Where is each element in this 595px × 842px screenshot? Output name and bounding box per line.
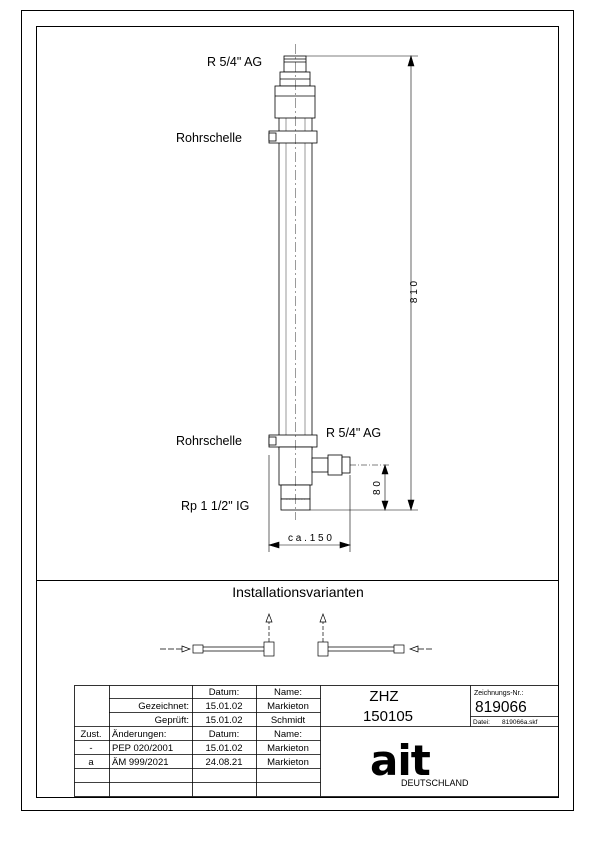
variant-left-fitting [192, 644, 204, 654]
tb-drawing-no: 819066 [475, 699, 527, 716]
tb-changes-date-label: Datum: [209, 729, 240, 740]
label-bottom-thread: Rp 1 1/2" IG [181, 499, 249, 513]
dimension-lines [267, 54, 418, 552]
side-branch-nut [327, 454, 343, 476]
tb-checked-label: Geprüft: [155, 715, 189, 726]
dim-810-text: 8 1 0 [409, 280, 420, 303]
tb-checked-date: 15.01.02 [206, 715, 243, 726]
tb-rev2-change: ÄM 999/2021 [112, 757, 169, 768]
tb-col-date: Datum: [209, 687, 240, 698]
tb-checked-name: Schmidt [271, 715, 306, 726]
title-block-grid [74, 685, 559, 797]
inner-frame [36, 26, 559, 798]
variant-left-tee [263, 641, 275, 657]
tb-rev2-name: Markieton [267, 757, 309, 768]
tb-product-line1: ZHZ [369, 688, 398, 705]
variant-right-up-arrow [319, 613, 327, 623]
side-branch-thread [341, 456, 351, 474]
tb-state-label: Zust. [80, 729, 101, 740]
tb-drawn-date: 15.01.02 [206, 701, 243, 712]
dim-80-arrow-bottom [381, 500, 389, 511]
variant-right-fitting [393, 644, 405, 654]
variant-right [317, 613, 434, 657]
dim-80-arrow-top [381, 464, 389, 475]
tb-drawn-label: Gezeichnet: [138, 701, 189, 712]
variant-left-up-arrow [265, 613, 273, 623]
tb-rev1-date: 15.01.02 [206, 743, 243, 754]
label-clamp-bottom: Rohrschelle [176, 434, 242, 448]
tb-file-label: Datei: [473, 719, 490, 726]
dim-80-text: 8 0 [372, 481, 383, 495]
side-branch-pipe [311, 457, 329, 473]
title-block-frame [74, 685, 559, 797]
variant-right-flow-arrow [409, 645, 419, 653]
top-coupling [274, 85, 316, 119]
tb-drawn-name: Markieton [267, 701, 309, 712]
tb-rev2-state: a [88, 757, 94, 768]
top-thread-fitting [283, 55, 307, 73]
tb-drawing-no-label: Zeichnungs-Nr.: [474, 690, 523, 697]
variant-right-tee [317, 641, 329, 657]
outer-frame [21, 10, 574, 811]
tb-product-line2: 150105 [363, 708, 413, 725]
tb-rev1-name: Markieton [267, 743, 309, 754]
pipe-assembly [268, 44, 351, 520]
tb-changes-name-label: Name: [274, 729, 302, 740]
tb-file-name: 819066a.skf [502, 719, 538, 726]
dim-810-arrow-top [407, 54, 415, 67]
dim-150-arrow-left [267, 541, 280, 549]
label-top-thread: R 5/4" AG [207, 55, 262, 69]
dim-150-text: c a . 1 5 0 [288, 533, 332, 544]
installation-title: Installationsvarianten [232, 584, 364, 600]
top-clamp-tab [268, 132, 277, 142]
label-side-thread: R 5/4" AG [326, 426, 381, 440]
tb-rev1-state: - [89, 743, 92, 754]
tb-rev2-date: 24.08.21 [206, 757, 243, 768]
label-clamp-top: Rohrschelle [176, 131, 242, 145]
ait-logo-subtitle: DEUTSCHLAND [401, 778, 469, 788]
variant-left-flow-arrow [181, 645, 191, 653]
bottom-clamp-tab [268, 436, 277, 446]
tb-changes-label: Änderungen: [112, 729, 166, 740]
variant-left [160, 613, 275, 657]
dim-150-arrow-right [339, 541, 352, 549]
dim-810-arrow-bottom [407, 499, 415, 512]
tb-rev1-change: PEP 020/2001 [112, 743, 173, 754]
ait-logo: ait [370, 736, 431, 785]
tb-col-name: Name: [274, 687, 302, 698]
